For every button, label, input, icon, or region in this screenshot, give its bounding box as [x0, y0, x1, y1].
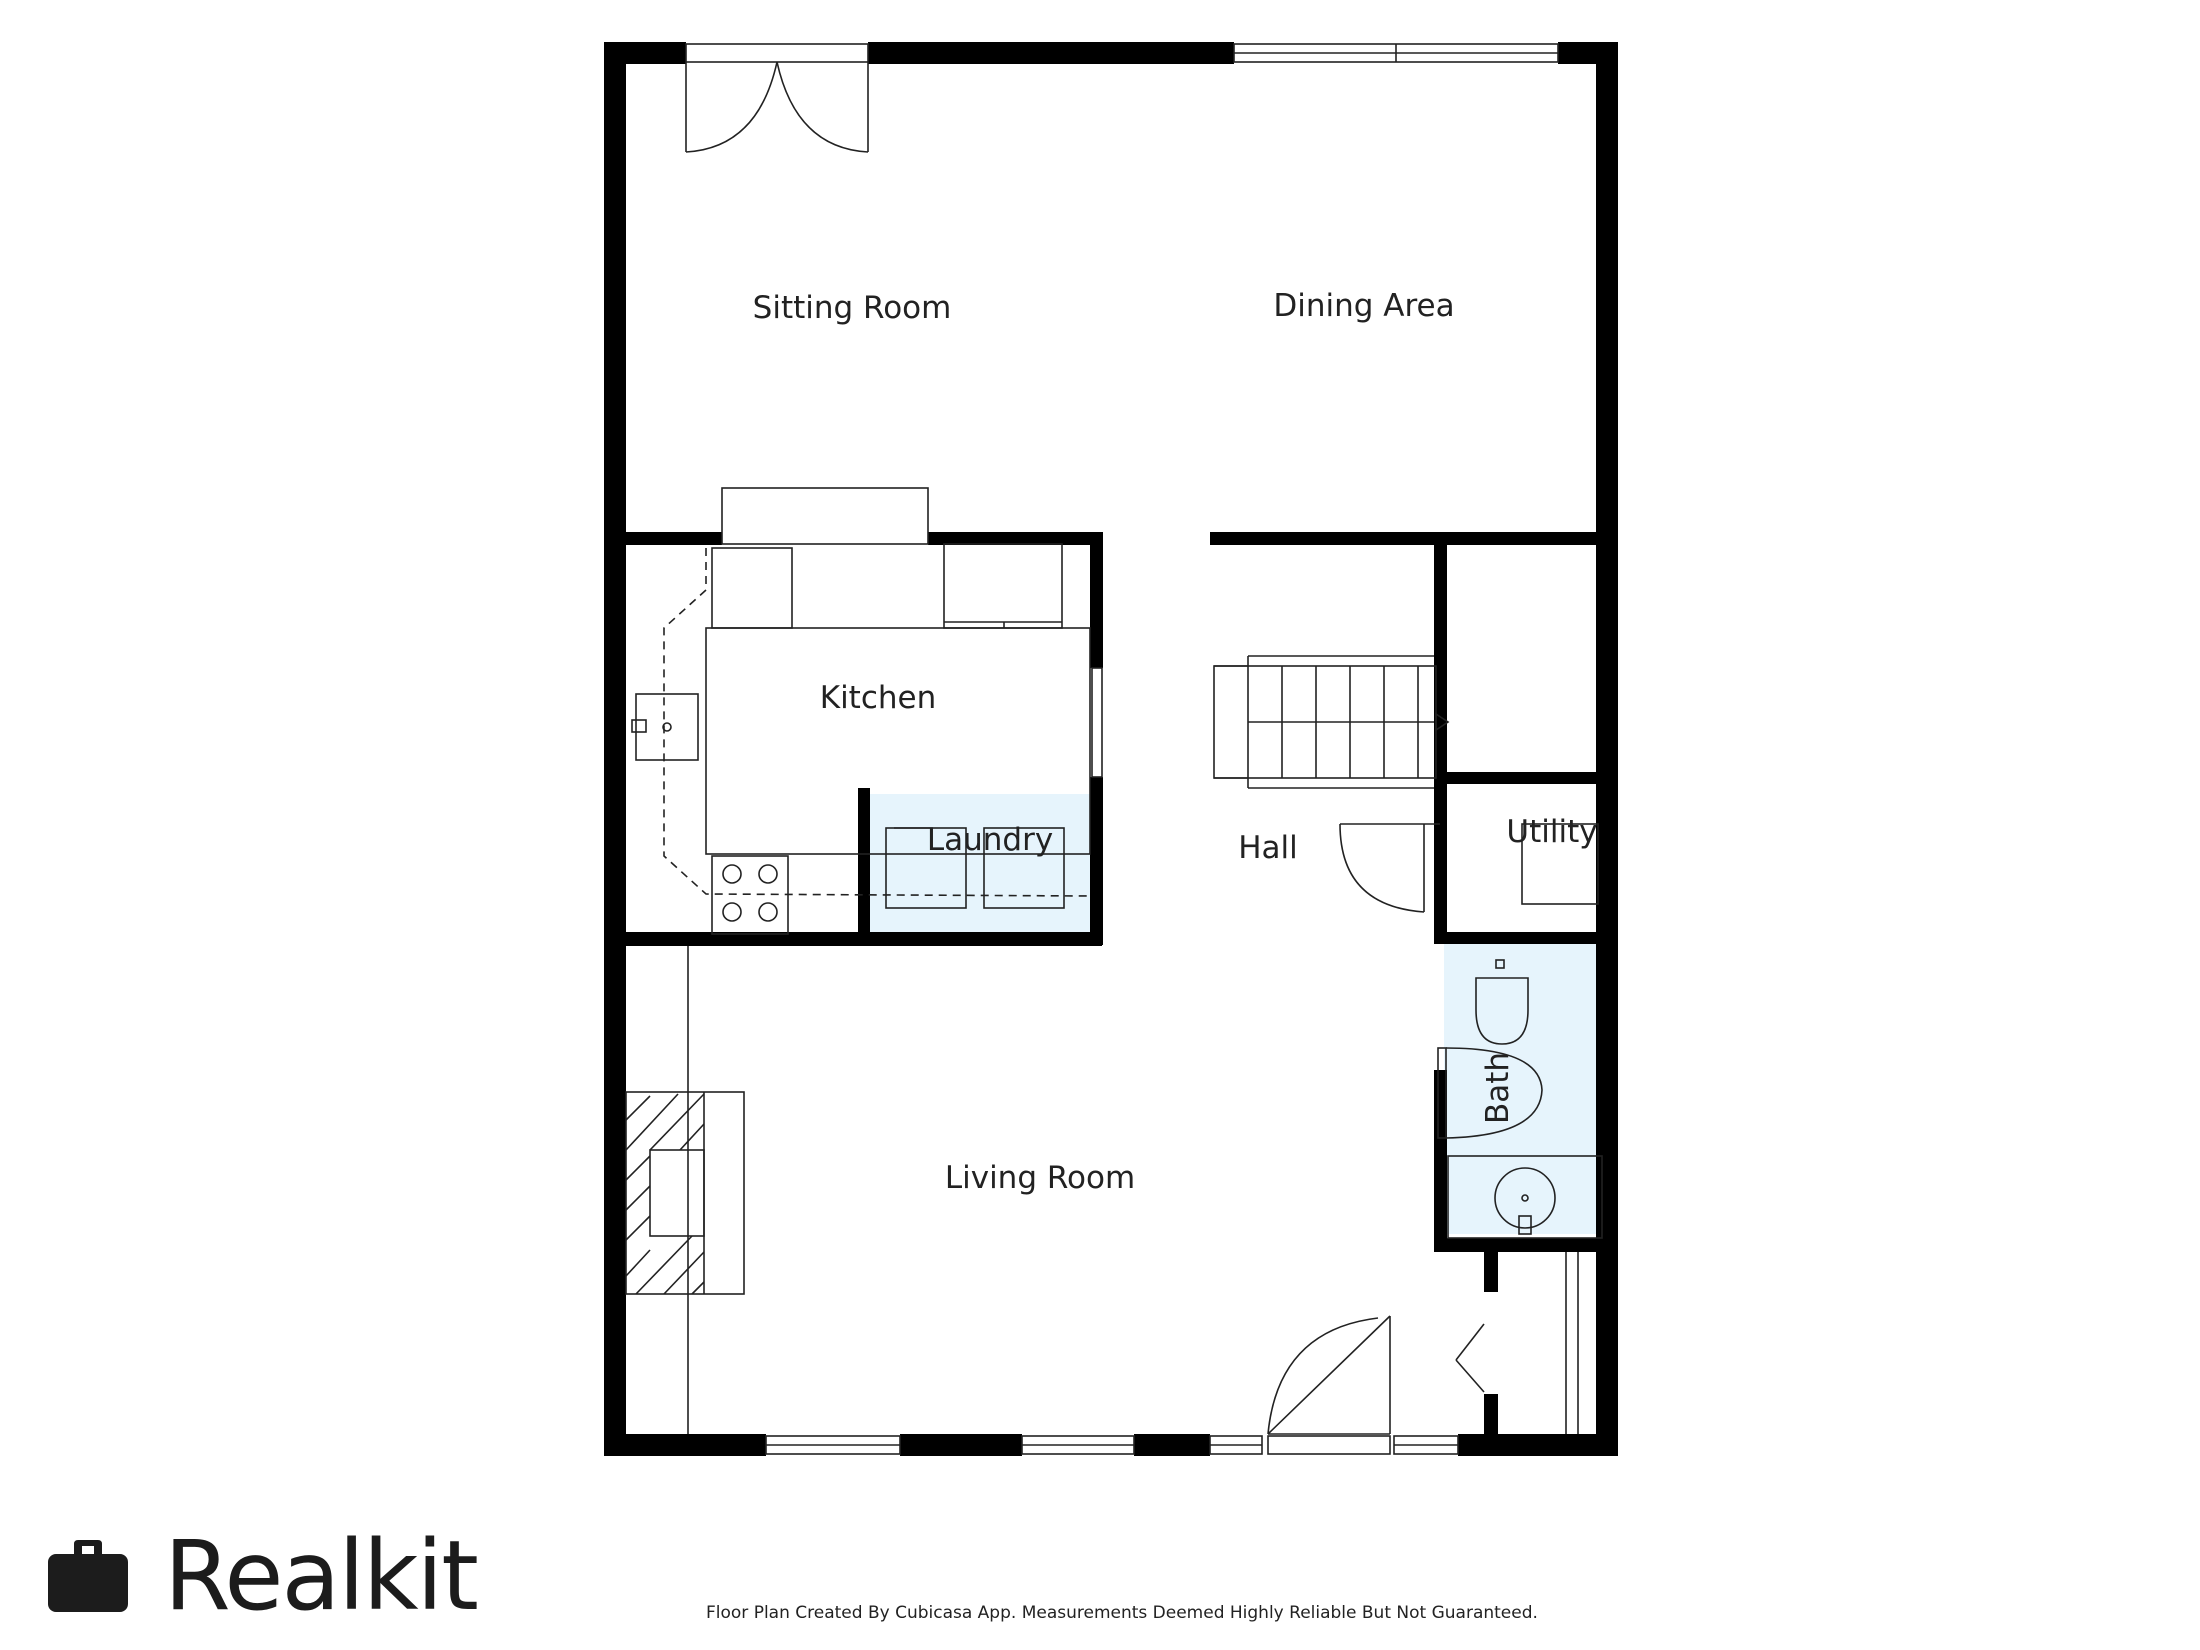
- bath-fixtures: [1447, 959, 1603, 1239]
- bath-floor: [1444, 944, 1602, 1234]
- room-label-utility: Utility: [1506, 814, 1597, 850]
- utility-fixture: [1521, 823, 1599, 905]
- briefcase-icon: [48, 1540, 128, 1612]
- room-label-dining-area: Dining Area: [1273, 288, 1454, 324]
- room-label-sitting-room: Sitting Room: [753, 290, 952, 326]
- kitchen-fixtures: [631, 487, 1091, 935]
- doors: [685, 43, 1543, 1455]
- room-label-living-room: Living Room: [945, 1160, 1135, 1196]
- brand-name: Realkit: [164, 1520, 479, 1632]
- stairs: [1213, 655, 1450, 789]
- laundry-floor: [866, 794, 1092, 932]
- room-label-hall: Hall: [1238, 830, 1298, 866]
- room-label-bath: Bath: [1480, 1052, 1516, 1124]
- disclaimer-text: Floor Plan Created By Cubicasa App. Meas…: [706, 1603, 1538, 1623]
- windows: [765, 43, 1559, 1455]
- room-label-kitchen: Kitchen: [820, 680, 937, 716]
- fireplace: [625, 1091, 745, 1295]
- brand-logo: Realkit: [48, 1520, 479, 1632]
- interior-lines: [687, 946, 1579, 1434]
- room-label-laundry: Laundry: [927, 822, 1053, 858]
- laundry-fixtures: [885, 827, 1065, 909]
